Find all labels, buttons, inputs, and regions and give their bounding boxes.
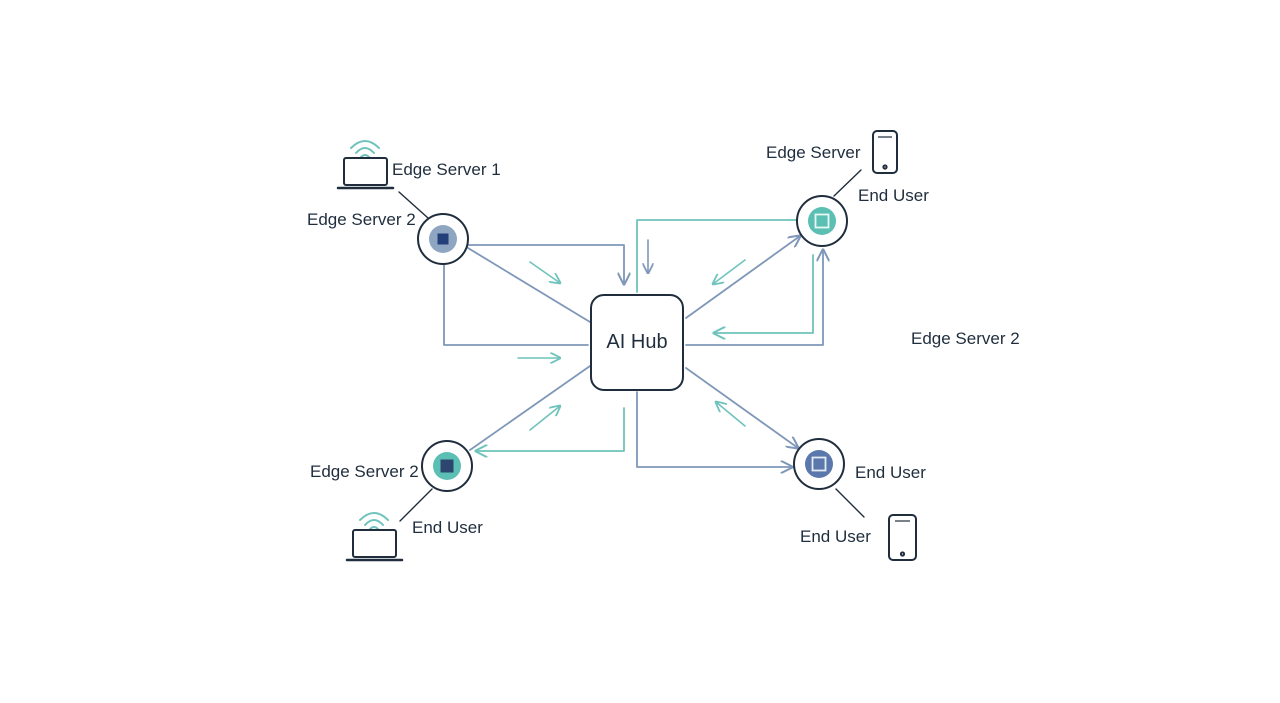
label-right-middle: Edge Server 2 — [911, 329, 1020, 348]
link-topleft-elbow — [467, 244, 624, 284]
link-laptop-bottomleft — [399, 488, 433, 522]
flow-arrow-6 — [716, 402, 746, 427]
link-phone-topright — [833, 169, 862, 197]
label-top-left-node: Edge Server 2 — [307, 210, 416, 229]
node-bottom-left — [421, 440, 473, 492]
link-topright-diagonal — [685, 236, 800, 319]
node-top-right — [796, 195, 848, 247]
laptop-wifi-icon — [336, 140, 395, 190]
label-top-right-device: Edge Server — [766, 143, 861, 162]
node-bottom-right — [793, 438, 845, 490]
link-bottomright-diagonal — [685, 367, 798, 448]
ai-hub-node: AI Hub — [590, 294, 684, 391]
node-top-left — [417, 213, 469, 265]
link-bottomleft-diagonal — [469, 365, 591, 451]
label-bottom-left-device: End User — [412, 518, 483, 537]
link-hub-right-elbow — [685, 250, 823, 346]
link-bottomright-elbow — [636, 391, 792, 467]
link-laptop-topleft — [398, 191, 429, 219]
smartphone-icon — [872, 130, 898, 174]
label-bottom-right-device: End User — [800, 527, 871, 546]
link-phone-bottomright — [835, 488, 865, 518]
link-topright-elbow — [636, 219, 798, 293]
label-bottom-left-node: Edge Server 2 — [310, 462, 419, 481]
flow-arrow-1 — [529, 261, 560, 283]
link-topleft-diagonal — [467, 247, 591, 323]
link-topleft-left-elbow — [443, 264, 589, 346]
label-top-left-device: Edge Server 1 — [392, 160, 501, 179]
smartphone-icon — [888, 514, 917, 561]
link-right-teal-return — [714, 254, 814, 333]
ai-hub-label: AI Hub — [606, 331, 668, 353]
label-bottom-right-node: End User — [855, 463, 926, 482]
link-bottomleft-elbow — [476, 407, 625, 451]
flow-arrow-5 — [713, 259, 746, 284]
flow-arrow-3 — [529, 406, 560, 431]
laptop-wifi-icon — [345, 512, 404, 562]
label-top-right-node: End User — [858, 186, 929, 205]
